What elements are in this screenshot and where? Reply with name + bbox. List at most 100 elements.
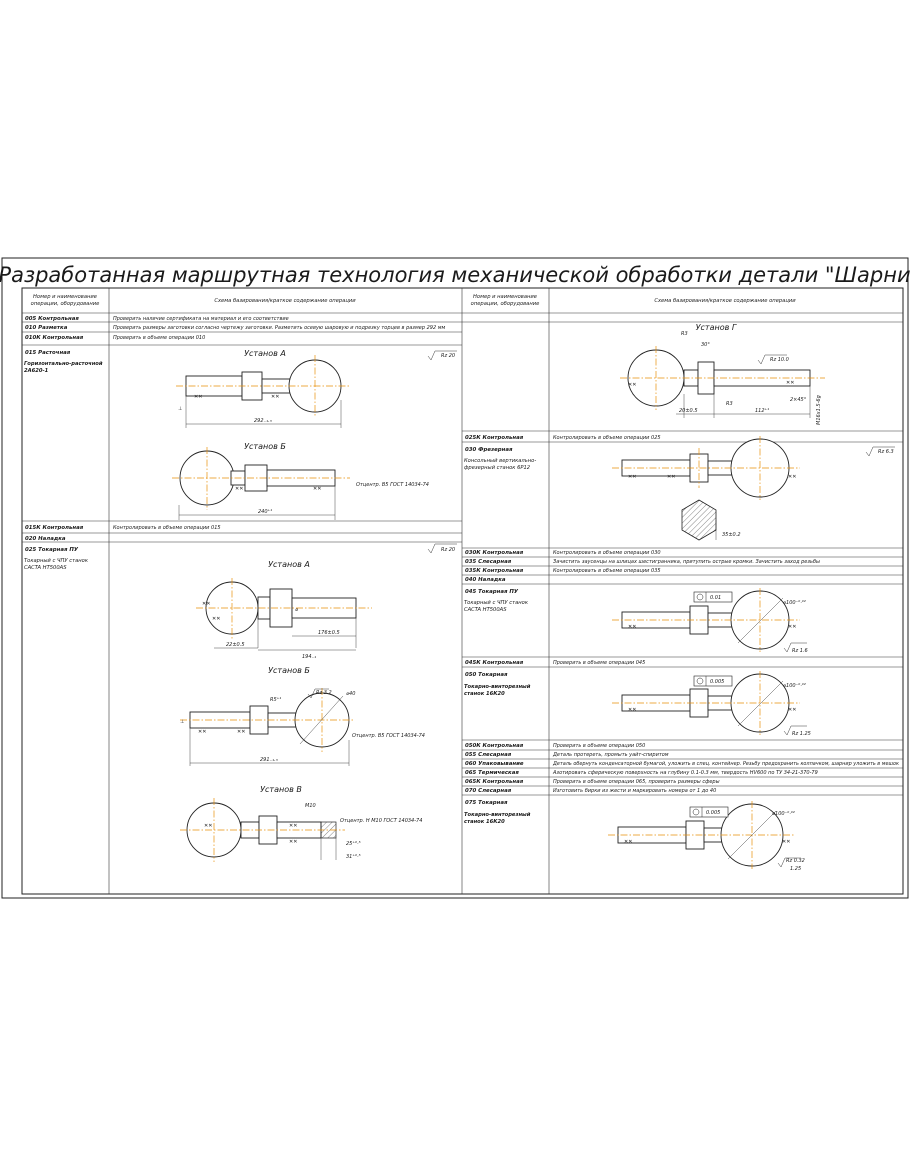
dim-35: 35±0.2: [722, 532, 741, 538]
svg-text:⌀: ⌀: [295, 607, 298, 613]
op-070-desc: Изготовить бирки из жести и маркировать …: [553, 788, 716, 794]
dim-r3b: R3: [726, 401, 733, 407]
op-005-desc: Проверить наличие сертификата на материа…: [113, 316, 289, 322]
dim-d100-075: ⌀100⁻⁰·⁰²: [772, 811, 795, 817]
op-005: 005 Контрольная: [25, 316, 79, 322]
op-010k-desc: Проверить в объеме операции 010: [113, 335, 205, 341]
svg-text:✕✕: ✕✕: [628, 382, 636, 388]
op-025: 025 Токарная ПУ: [25, 547, 79, 553]
setup-a-label-015: Установ А: [244, 349, 286, 358]
op-060-desc: Деталь обернуть конденсаторной бумагой, …: [552, 761, 899, 767]
op-055: 055 Слесарная: [465, 752, 512, 758]
svg-text:✕✕: ✕✕: [212, 616, 220, 622]
inner-frame: [21, 287, 904, 895]
outer-frame: [1, 257, 909, 899]
op-060: 060 Упаковывание: [465, 761, 524, 767]
op-065k: 065К Контрольная: [465, 779, 524, 785]
op-070: 070 Слесарная: [465, 788, 512, 794]
svg-text:✕✕: ✕✕: [628, 624, 636, 630]
svg-text:✕✕: ✕✕: [198, 729, 206, 735]
op-045k: 045К Контрольная: [465, 660, 524, 666]
dim-m16: M16x1.5-6g: [816, 395, 822, 425]
setup-b-label-025: Установ Б: [268, 666, 310, 675]
op-065-desc: Азотировать сферическую поверхность на г…: [552, 770, 818, 776]
left-col1-header-line2: операции, оборудование: [31, 301, 100, 307]
dim-m10: М10: [305, 803, 316, 809]
svg-text:✕✕: ✕✕: [194, 394, 202, 400]
op-045k-desc: Проверить в объеме операции 045: [553, 660, 645, 666]
part-sketch-075: ✕✕ ✕✕ 0.005 ⌀100⁻⁰·⁰² Rz 0.32 1.25: [608, 801, 805, 872]
roughness-030: Rz 6.3: [865, 446, 895, 457]
part-sketch-025a: ✕✕ ✕✕ ⌀ 22±0.5 176±0.5 194₋₁: [196, 578, 372, 660]
op-030: 030 Фрезерная: [465, 447, 513, 453]
page-title: Разработанная маршрутная технология меха…: [0, 263, 910, 287]
dim-292: 292₋₁.₃: [254, 418, 272, 424]
op-065k-desc: Проверить в объеме операции 065, провери…: [553, 779, 720, 785]
dim-d100-045: ⌀100⁻⁰·⁰²: [783, 600, 806, 606]
center-note-015: Отцентр. В5 ГОСТ 14034-74: [356, 482, 429, 488]
roughness-045: Rz 1.6: [783, 642, 808, 654]
dim-d40: ⌀40: [346, 691, 355, 697]
svg-text:✕✕: ✕✕: [782, 839, 790, 845]
setup-b-label-015: Установ Б: [244, 442, 286, 451]
op-015k: 015К Контрольная: [25, 525, 84, 531]
svg-text:✕✕: ✕✕: [204, 823, 212, 829]
roughness-015: Rz 20: [427, 350, 457, 361]
op-015: 015 Расточная: [25, 350, 71, 356]
svg-text:✕✕: ✕✕: [624, 839, 632, 845]
roughness-setup-g: Rz 10.0: [757, 354, 789, 365]
svg-text:✕✕: ✕✕: [628, 707, 636, 713]
center-note-025b: Отцентр. В5 ГОСТ 14034-74: [352, 733, 425, 739]
roughness-025b: Rz 3.2: [307, 688, 332, 699]
op-020: 020 Наладка: [25, 536, 66, 542]
op-030k: 030К Контрольная: [465, 550, 524, 556]
op-050k-desc: Проверить в объеме операции 050: [553, 743, 645, 749]
roughness-050: Rz 1.25: [783, 725, 811, 737]
op-015k-desc: Контролировать в объеме операции 015: [113, 525, 221, 531]
svg-text:✕✕: ✕✕: [788, 624, 796, 630]
part-sketch-050: ✕✕ ✕✕ 0.005 ⌀100⁻⁰·⁰² Rz 1.25: [612, 671, 811, 737]
op-025k-desc: Контролировать в объеме операции 025: [553, 435, 661, 441]
op-050k: 050К Контрольная: [465, 743, 524, 749]
svg-text:Rz 20: Rz 20: [441, 547, 455, 553]
op-045-equipment: Токарный с ЧПУ станок CACTA HT500AS: [464, 600, 528, 613]
op-035k-desc: Контролировать в объеме операции 035: [553, 568, 661, 574]
svg-text:1.25: 1.25: [790, 866, 801, 872]
part-sketch-030: ✕✕ ✕✕ ✕✕ 35±0.2: [612, 436, 800, 541]
op-025-equipment: Токарный с ЧПУ станок CACTA HT500AS: [24, 558, 88, 571]
part-sketch-setup-g: ✕✕ ✕✕ R3 30° R3 20±0.5 112⁺¹ 2×45° M16x1…: [620, 331, 825, 425]
dim-194: 194₋₁: [302, 654, 316, 660]
left-col1-header-line1: Номер и наименование: [33, 294, 97, 300]
op-040: 040 Наладка: [465, 577, 506, 583]
dim-30deg: 30°: [701, 342, 710, 348]
tol-075: 0.005: [706, 810, 720, 816]
table-grid: [22, 288, 903, 894]
svg-text:Rz 6.3: Rz 6.3: [878, 449, 894, 455]
svg-text:✕✕: ✕✕: [202, 601, 210, 607]
op-010: 010 Разметка: [25, 325, 68, 331]
op-030k-desc: Контролировать в объеме операции 030: [553, 550, 661, 556]
setup-g-label: Установ Г: [696, 323, 737, 332]
setup-a-label-025: Установ А: [268, 560, 310, 569]
setup-c-label-025: Установ В: [260, 785, 302, 794]
dim-r3a: R3: [681, 331, 688, 337]
op-045: 045 Токарная ПУ: [465, 589, 519, 595]
svg-text:✕✕: ✕✕: [235, 486, 243, 492]
svg-text:✕✕: ✕✕: [667, 474, 675, 480]
op-015-equipment: Горизонтально-расточной 2А620-1: [24, 361, 103, 374]
svg-text:Rz 3.2: Rz 3.2: [316, 690, 332, 696]
op-065: 065 Термическая: [465, 770, 519, 776]
op-075-equipment: Токарно-винторезный станок 16К20: [464, 812, 531, 825]
part-sketch-025c: ✕✕ ✕✕ ✕✕ М10 Отцентр. Н М10 ГОСТ 14034-7…: [180, 798, 422, 862]
left-col2-header: Схема базирования/краткое содержание опе…: [214, 298, 356, 304]
center-note-025c: Отцентр. Н М10 ГОСТ 14034-74: [340, 818, 422, 824]
right-col1-header-line2: операции, оборудование: [471, 301, 540, 307]
op-010k: 010К Контрольная: [25, 335, 84, 341]
op-035k: 035К Контрольная: [465, 568, 524, 574]
part-sketch-015b: ✕✕ ✕✕ Отцентр. В5 ГОСТ 14034-74 240⁺¹: [172, 447, 429, 520]
dim-240: 240⁺¹: [258, 509, 272, 515]
part-sketch-025b: ⊥ ✕✕ ✕✕ R5⁺¹ ⌀40 Rz 3.2 Отцентр. В5 ГОСТ…: [180, 688, 425, 766]
svg-text:✕✕: ✕✕: [788, 707, 796, 713]
tol-045: 0.01: [710, 595, 721, 601]
roughness-075: Rz 0.32 1.25: [777, 857, 805, 872]
